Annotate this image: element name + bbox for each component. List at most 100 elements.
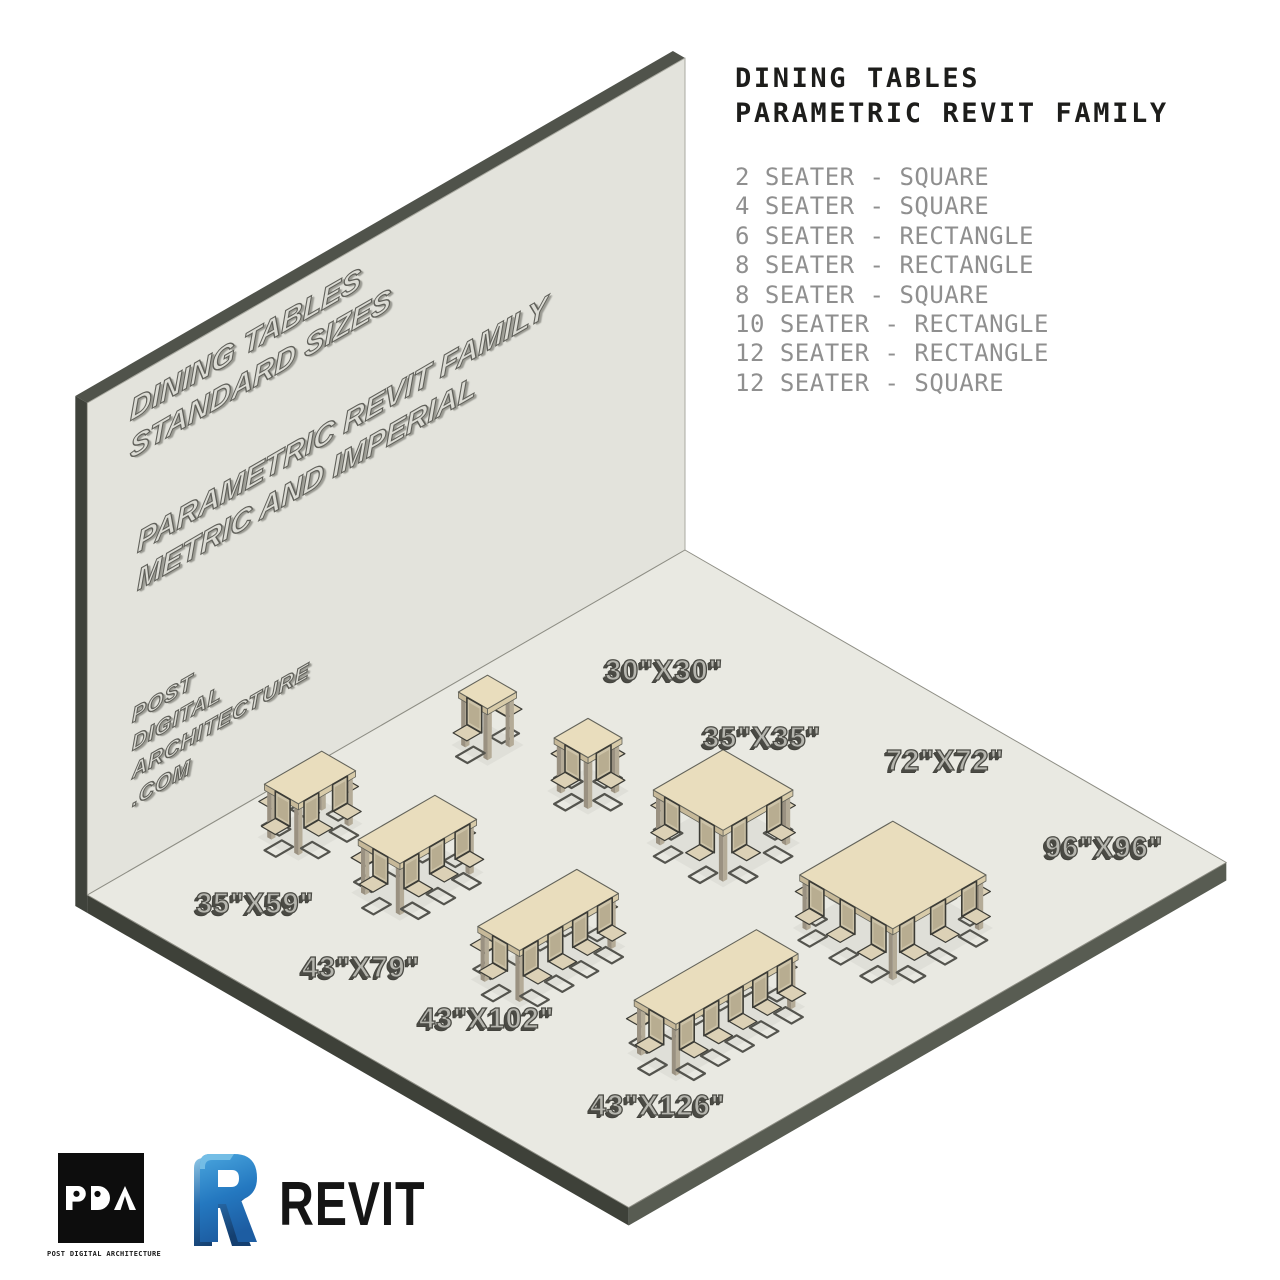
floor-side-right xyxy=(628,862,1227,1226)
chair-wire-base xyxy=(675,1062,707,1082)
chair-back-mesh xyxy=(901,922,913,948)
chair-wire-base xyxy=(299,840,331,860)
floor-size-label: 96"X96" xyxy=(1044,831,1164,864)
chair-back-mesh xyxy=(567,750,578,776)
chair-back-mesh xyxy=(873,922,884,948)
chair-wire-base xyxy=(637,1057,668,1077)
chair-back-mesh xyxy=(730,991,741,1018)
chair-wire-base xyxy=(926,946,958,966)
floor-size-label: 35"X59" xyxy=(195,887,315,920)
table-10-seater-rectangle xyxy=(469,868,627,1008)
chair-back-mesh xyxy=(734,822,745,849)
tabletop xyxy=(633,929,799,1025)
table-leg xyxy=(395,865,400,916)
chair-back-mesh xyxy=(574,917,586,944)
chair-wire-base xyxy=(773,1005,804,1025)
floor-size-label: 43"X126" xyxy=(589,1089,726,1122)
chair-back-mesh xyxy=(842,904,853,931)
revit-r-icon xyxy=(194,1154,257,1246)
tabletop xyxy=(652,749,794,831)
chair-wire-base xyxy=(455,745,486,765)
pda-caption: POST DIGITAL ARCHITECTURE xyxy=(47,1250,162,1258)
chair-back-mesh xyxy=(406,858,417,885)
table-12-seater-square xyxy=(792,820,993,986)
chair-wire-base xyxy=(480,983,512,1003)
chair-wire-base xyxy=(592,792,624,812)
chair-back-mesh xyxy=(334,781,346,808)
chair-wire-base xyxy=(451,871,482,891)
chair-wire-base xyxy=(552,792,584,812)
table-leg xyxy=(294,805,299,856)
chair-back-mesh xyxy=(769,802,780,829)
chair-back-mesh xyxy=(375,853,386,880)
floor-size-label: 43"X102" xyxy=(418,1002,555,1035)
chair-wire-base xyxy=(593,945,625,965)
chair-wire-base xyxy=(828,946,860,966)
table-leg xyxy=(723,832,728,882)
pda-letter-a-counter xyxy=(120,1196,130,1210)
chair-back-mesh xyxy=(525,945,536,972)
chair-wire-base xyxy=(727,865,759,885)
chair-wire-base xyxy=(399,901,431,921)
chair-wire-base xyxy=(328,824,360,843)
chair-back-mesh xyxy=(598,750,609,776)
chair-wire-base xyxy=(687,865,719,885)
pda-letter-p-counter xyxy=(73,1190,80,1197)
chair-back-mesh xyxy=(469,702,480,729)
chair-wire-base xyxy=(762,845,794,864)
floor-size-label: 30"X30" xyxy=(604,654,724,687)
chair-back-mesh xyxy=(651,1014,662,1041)
floor-size-label: 43"X79" xyxy=(301,951,421,984)
chair-wire-base xyxy=(543,974,575,994)
table-leg xyxy=(515,952,520,1002)
chair-wire-base xyxy=(748,1020,780,1039)
table-2-seater-square xyxy=(451,674,524,766)
chair-back-mesh xyxy=(457,829,468,855)
chair-back-mesh xyxy=(811,886,822,913)
table-leg xyxy=(399,865,405,916)
floor-size-label: 35"X35" xyxy=(702,721,822,754)
table-leg xyxy=(888,930,893,981)
table-12-seater-rectangle xyxy=(625,929,807,1082)
chair-wire-base xyxy=(797,929,829,948)
title-line: PARAMETRIC REVIT FAMILY xyxy=(735,98,1169,129)
floor-size-label: 72"X72" xyxy=(885,744,1005,777)
wall-top-edge xyxy=(75,51,686,403)
seater-list-item: 12 SEATER - RECTANGLE xyxy=(735,339,1049,368)
chair-wire-base xyxy=(519,988,550,1008)
tabletop xyxy=(477,868,620,952)
seater-list-item: 2 SEATER - SQUARE xyxy=(735,163,990,191)
chair-wire-base xyxy=(425,886,457,906)
pda-letter-p xyxy=(66,1186,86,1210)
pda-logo xyxy=(58,1153,144,1243)
table-leg xyxy=(588,759,593,809)
chair-back-mesh xyxy=(755,977,766,1004)
chair-back-mesh xyxy=(779,963,790,990)
chair-back-mesh xyxy=(706,1005,717,1032)
chair-back-mesh xyxy=(681,1019,692,1046)
table-8-seater-rectangle xyxy=(350,794,485,921)
tabletop xyxy=(263,750,357,805)
seater-list-item: 6 SEATER - RECTANGLE xyxy=(735,221,1034,250)
table-leg xyxy=(892,930,897,981)
seater-list-item: 12 SEATER - SQUARE xyxy=(735,368,1005,397)
chair-back-mesh xyxy=(932,904,944,931)
table-leg xyxy=(505,698,510,748)
table-6-seater-rectangle xyxy=(257,750,363,861)
chair-back-mesh xyxy=(599,902,610,929)
table-leg xyxy=(583,759,588,809)
chair-wire-base xyxy=(859,964,891,984)
chair-wire-base xyxy=(361,896,392,916)
chair-back-mesh xyxy=(963,886,975,913)
chair-wire-base xyxy=(895,964,927,984)
table-leg xyxy=(298,805,303,856)
table-leg xyxy=(483,710,488,761)
seater-list-item: 8 SEATER - RECTANGLE xyxy=(735,251,1034,280)
table-4-seater-square xyxy=(547,717,629,815)
chair-wire-base xyxy=(724,1034,756,1053)
table-8-seater-square xyxy=(646,749,800,888)
